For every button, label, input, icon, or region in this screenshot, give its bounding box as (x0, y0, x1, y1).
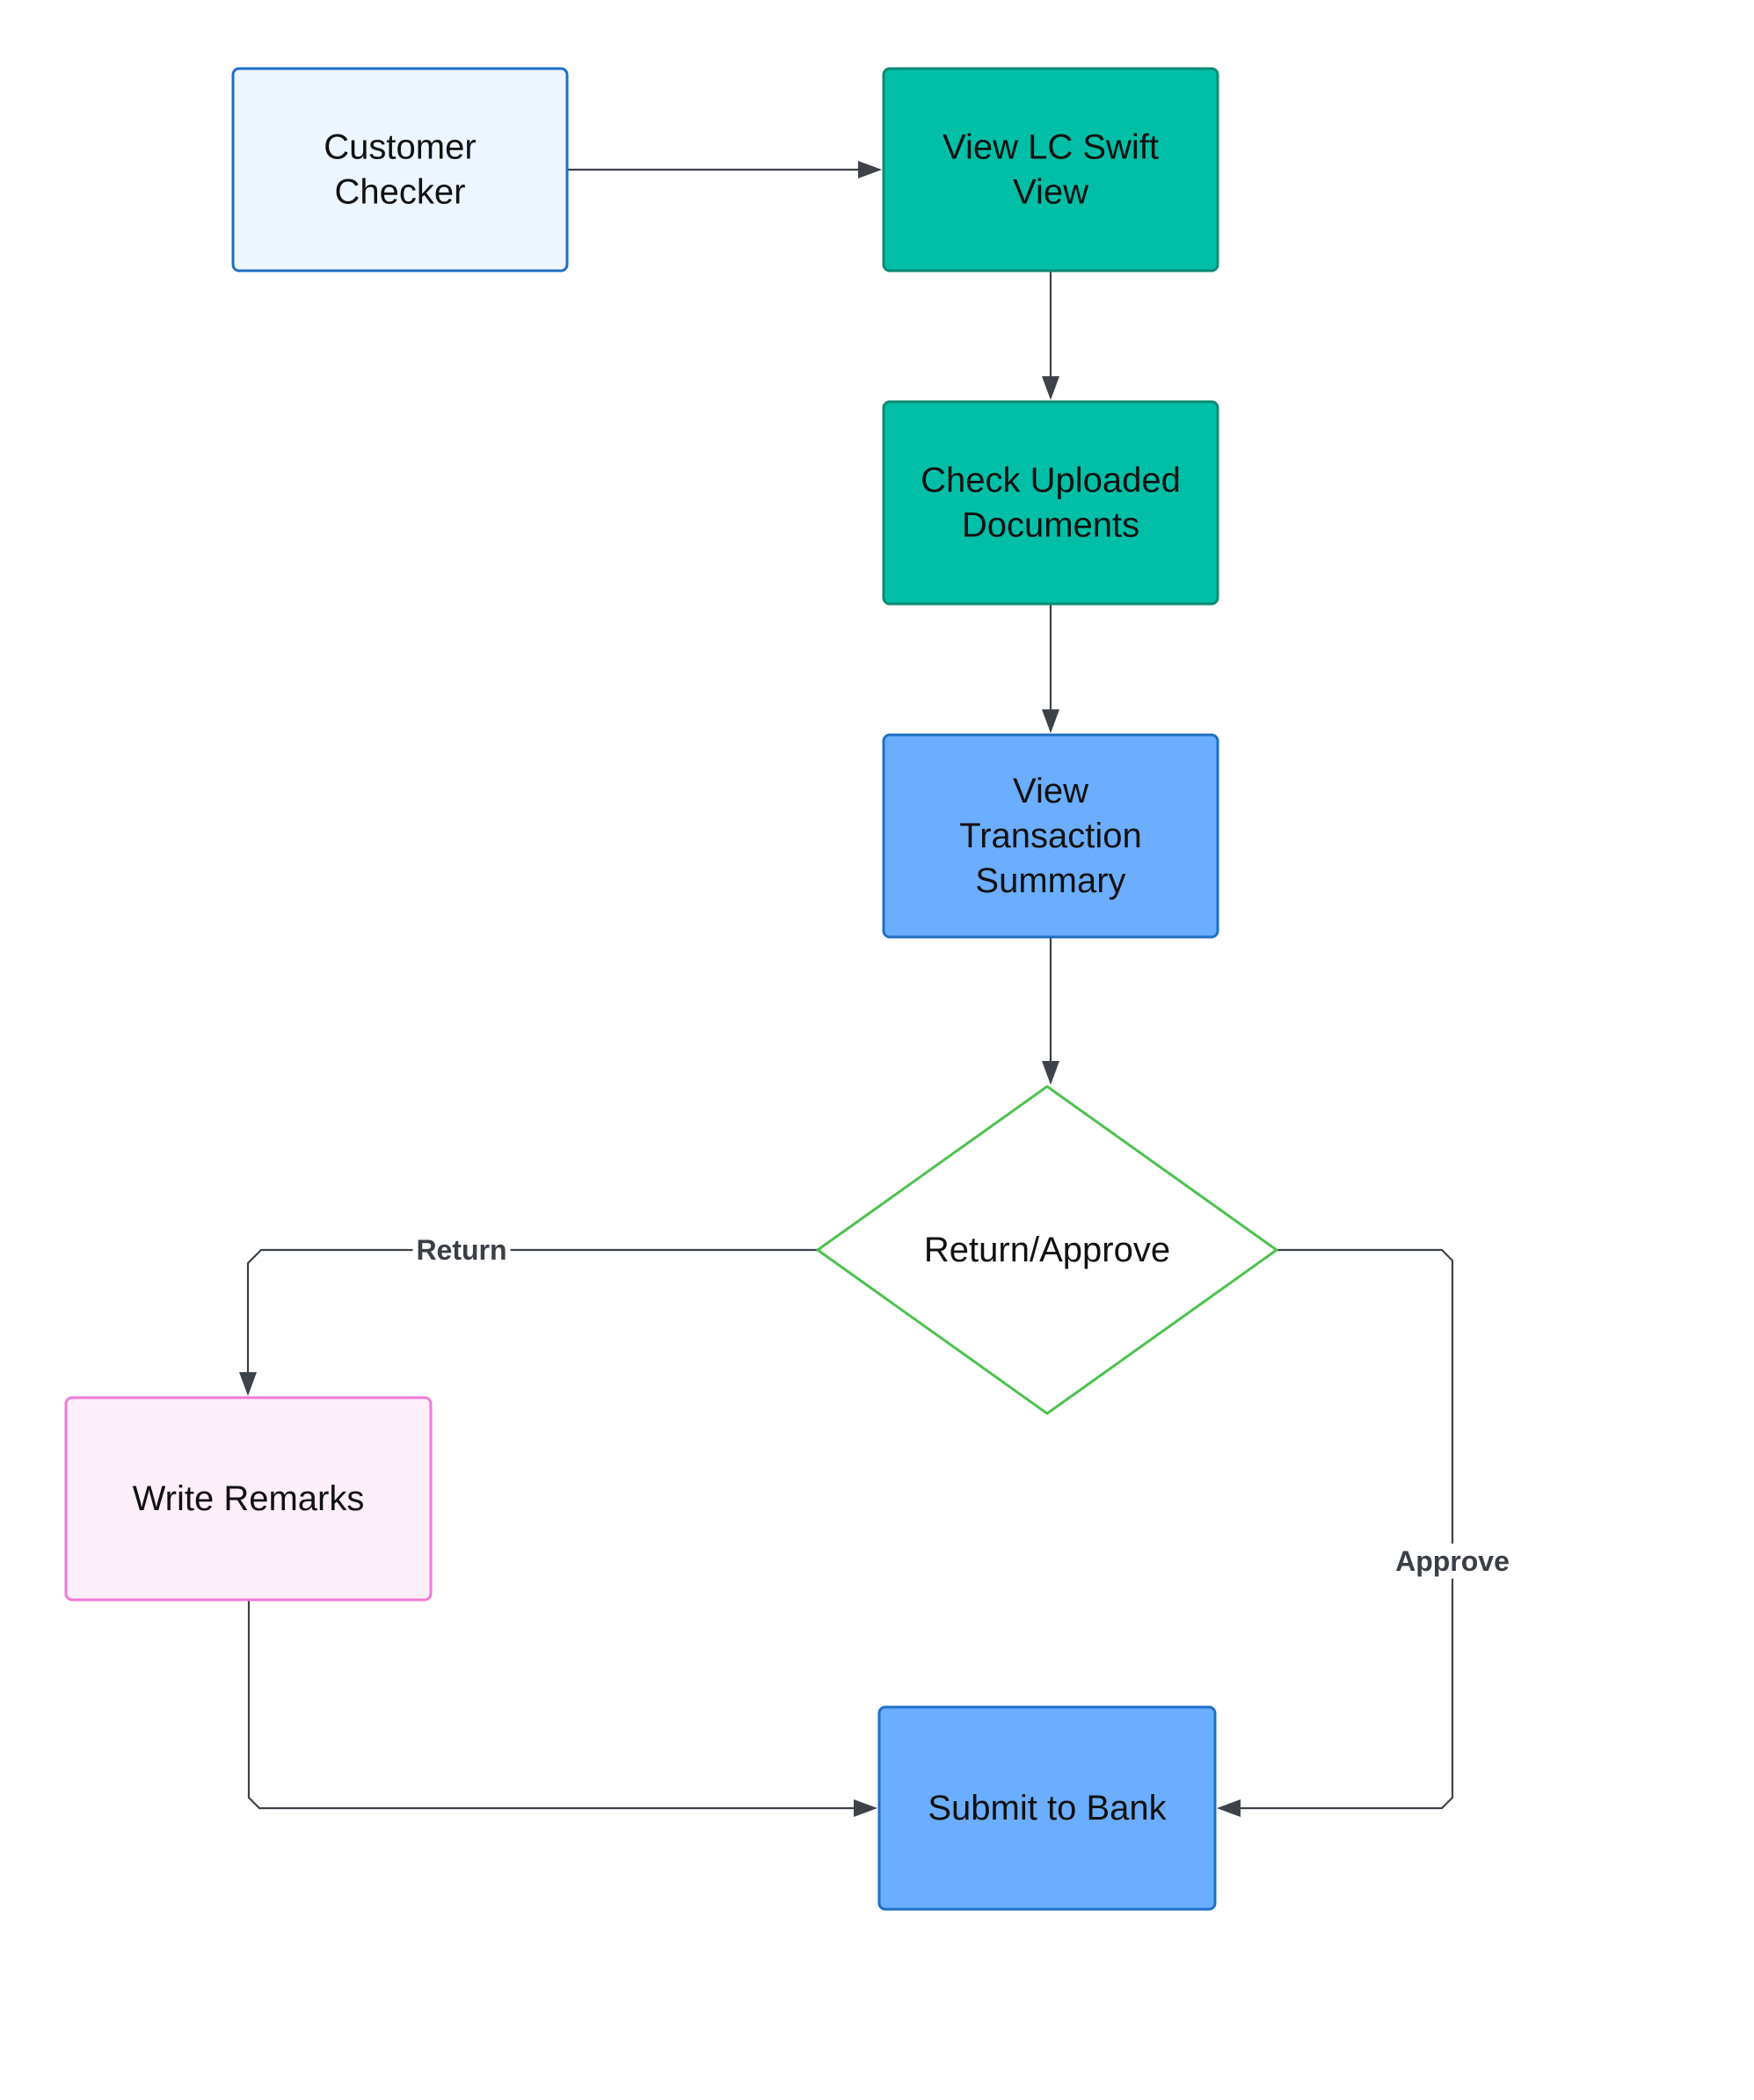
node-label: Write Remarks (133, 1479, 365, 1518)
edge-label-approve: Approve (1392, 1544, 1513, 1579)
arrowhead (1042, 709, 1059, 733)
node-label: Transaction (959, 817, 1142, 855)
arrowhead (1217, 1799, 1241, 1817)
arrowhead (1042, 376, 1059, 400)
node-box (882, 400, 1219, 606)
node-box (882, 733, 1219, 939)
node-label: View (1013, 173, 1088, 212)
node-box (877, 1705, 1217, 1911)
node-submit-bank: Submit to Bank (877, 1705, 1217, 1911)
arrowhead (854, 1799, 877, 1817)
node-label: Summary (975, 861, 1125, 900)
node-box (882, 67, 1219, 272)
edge-decision-to-submit-bank (1217, 1248, 1454, 1817)
node-decision: Return/Approve (816, 1085, 1278, 1415)
edge-line (247, 1600, 854, 1810)
edge-check-uploaded-to-view-transaction (1042, 604, 1059, 733)
edge-view-lc-swift-to-check-uploaded (1042, 271, 1059, 400)
edges-layer (239, 161, 1454, 1817)
node-box (64, 1396, 433, 1602)
edge-label-text: Approve (1395, 1545, 1510, 1577)
arrowhead (858, 161, 882, 178)
edge-label-text: Return (416, 1234, 506, 1266)
edge-view-transaction-to-decision (1042, 937, 1059, 1085)
node-label: Check Uploaded (921, 461, 1181, 500)
edge-label-return: Return (412, 1232, 511, 1268)
arrowhead (239, 1372, 257, 1396)
node-box (231, 67, 569, 272)
edge-line (246, 1248, 818, 1372)
edge-decision-to-write-remarks (239, 1248, 818, 1396)
decision-diamond (816, 1085, 1278, 1415)
node-label: Customer (324, 128, 476, 167)
node-label: Return/Approve (924, 1231, 1170, 1269)
edge-line (1241, 1248, 1454, 1810)
edge-label-background (412, 1232, 511, 1268)
node-label: Documents (962, 506, 1139, 545)
node-label: View (1013, 772, 1088, 810)
node-write-remarks: Write Remarks (64, 1396, 433, 1602)
edge-customer-checker-to-view-lc-swift (567, 161, 882, 178)
node-label: View LC Swift (943, 128, 1159, 167)
node-label: Checker (335, 173, 466, 212)
node-label: Submit to Bank (928, 1789, 1167, 1828)
edge-label-background (1392, 1544, 1513, 1579)
arrowhead (1042, 1061, 1059, 1085)
edge-write-remarks-to-submit-bank (247, 1600, 877, 1817)
